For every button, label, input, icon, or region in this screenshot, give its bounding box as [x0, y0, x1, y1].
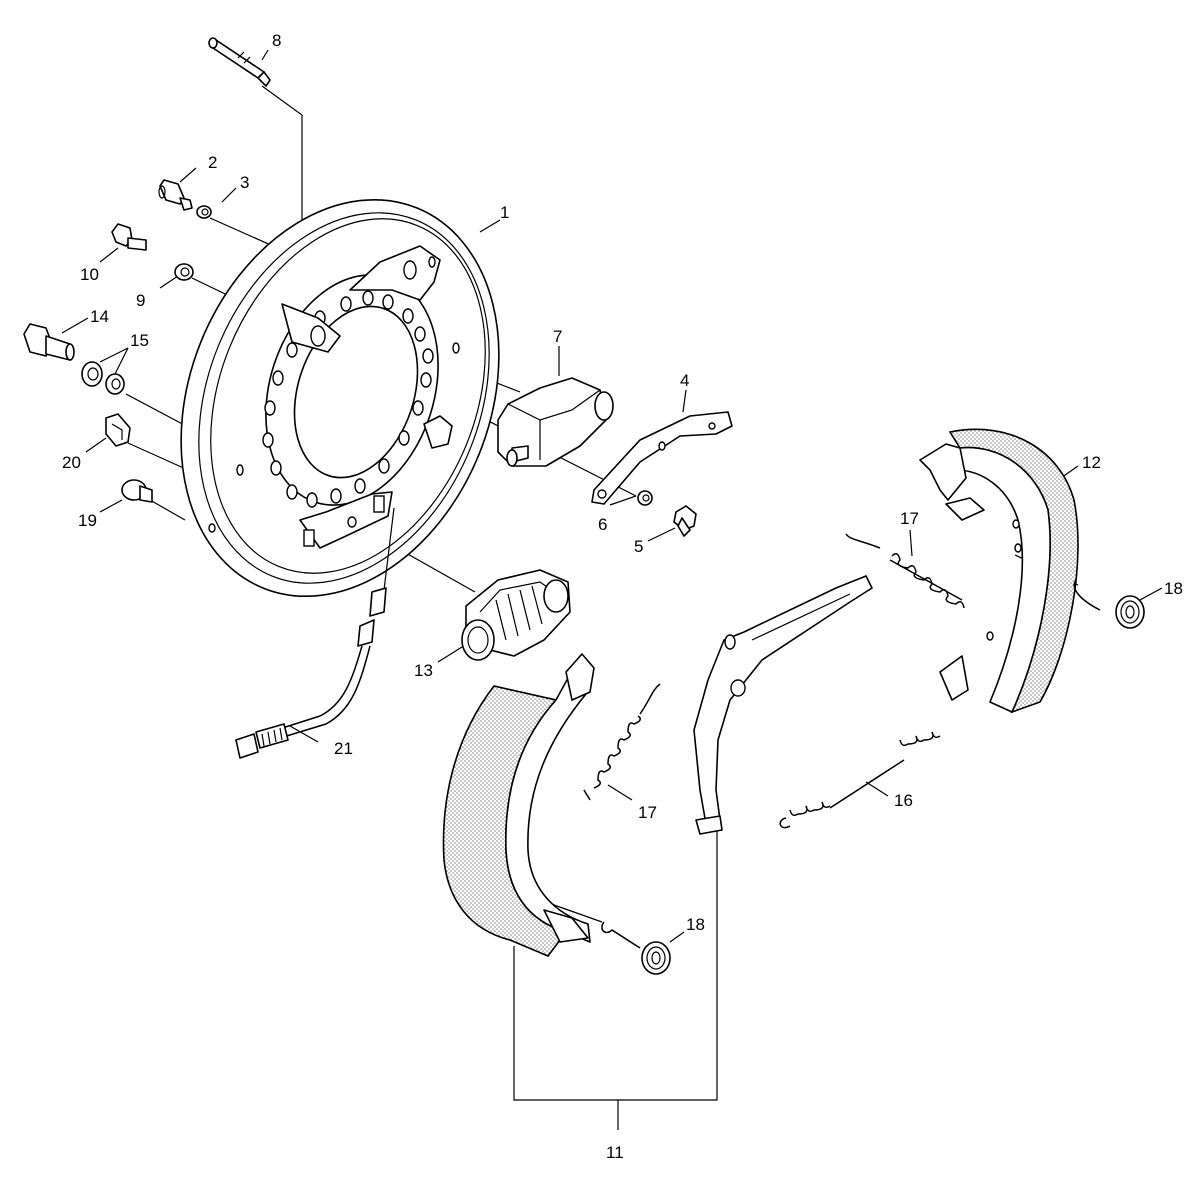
bolt-part-10	[111, 223, 147, 251]
callout-12: 12	[1082, 453, 1101, 472]
callout-20: 20	[62, 453, 81, 472]
callout-17-upper: 17	[900, 509, 919, 528]
callout-6: 6	[598, 515, 607, 534]
spring-part-17-upper	[845, 533, 965, 609]
callout-9: 9	[136, 291, 145, 310]
brake-shoe-part-12	[919, 428, 1079, 714]
callout-18-right: 18	[1164, 579, 1183, 598]
callout-18-left: 18	[686, 915, 705, 934]
callout-2: 2	[208, 153, 217, 172]
leader-lines	[61, 49, 1163, 1130]
callout-labels: 8 2 3 1 10 9 14 15 7 4 20 12 17 19 6 5 1…	[62, 31, 1183, 1162]
callout-15: 15	[130, 331, 149, 350]
callout-13: 13	[414, 661, 433, 680]
callout-19: 19	[78, 511, 97, 530]
callout-11: 11	[606, 1143, 624, 1162]
plug-part-19	[121, 479, 153, 503]
callout-3: 3	[240, 173, 249, 192]
callout-21: 21	[334, 739, 353, 758]
adapter-part-2	[158, 179, 193, 211]
callout-1: 1	[500, 203, 509, 222]
adjuster-part-13	[461, 569, 571, 661]
callout-16: 16	[894, 791, 913, 810]
callout-5: 5	[634, 537, 643, 556]
callout-17-lower: 17	[638, 803, 657, 822]
callout-8: 8	[272, 31, 281, 50]
bolt-part-5	[673, 505, 697, 537]
stud-part-8	[208, 37, 271, 87]
callout-14: 14	[90, 307, 109, 326]
washer-part-9	[174, 263, 194, 281]
spring-part-17-lower	[583, 683, 661, 801]
brake-shoe-part-11	[442, 653, 595, 957]
plate-part-4	[591, 411, 733, 505]
cable-part-21	[235, 507, 395, 759]
clip-part-20	[105, 413, 131, 447]
spring-part-16	[779, 731, 941, 829]
parking-lever	[693, 575, 873, 835]
callout-4: 4	[680, 371, 689, 390]
wheel-cylinder-part-7	[497, 377, 614, 467]
spring-part-18-left	[601, 921, 671, 975]
callout-7: 7	[553, 327, 562, 346]
spring-part-18-right	[1073, 579, 1145, 629]
washer-part-3	[196, 205, 212, 219]
washers-part-15	[81, 361, 125, 395]
backing-plate-part-1	[180, 198, 500, 598]
callout-10: 10	[80, 265, 99, 284]
bolt-part-14	[23, 323, 75, 361]
washer-part-6	[637, 490, 653, 506]
